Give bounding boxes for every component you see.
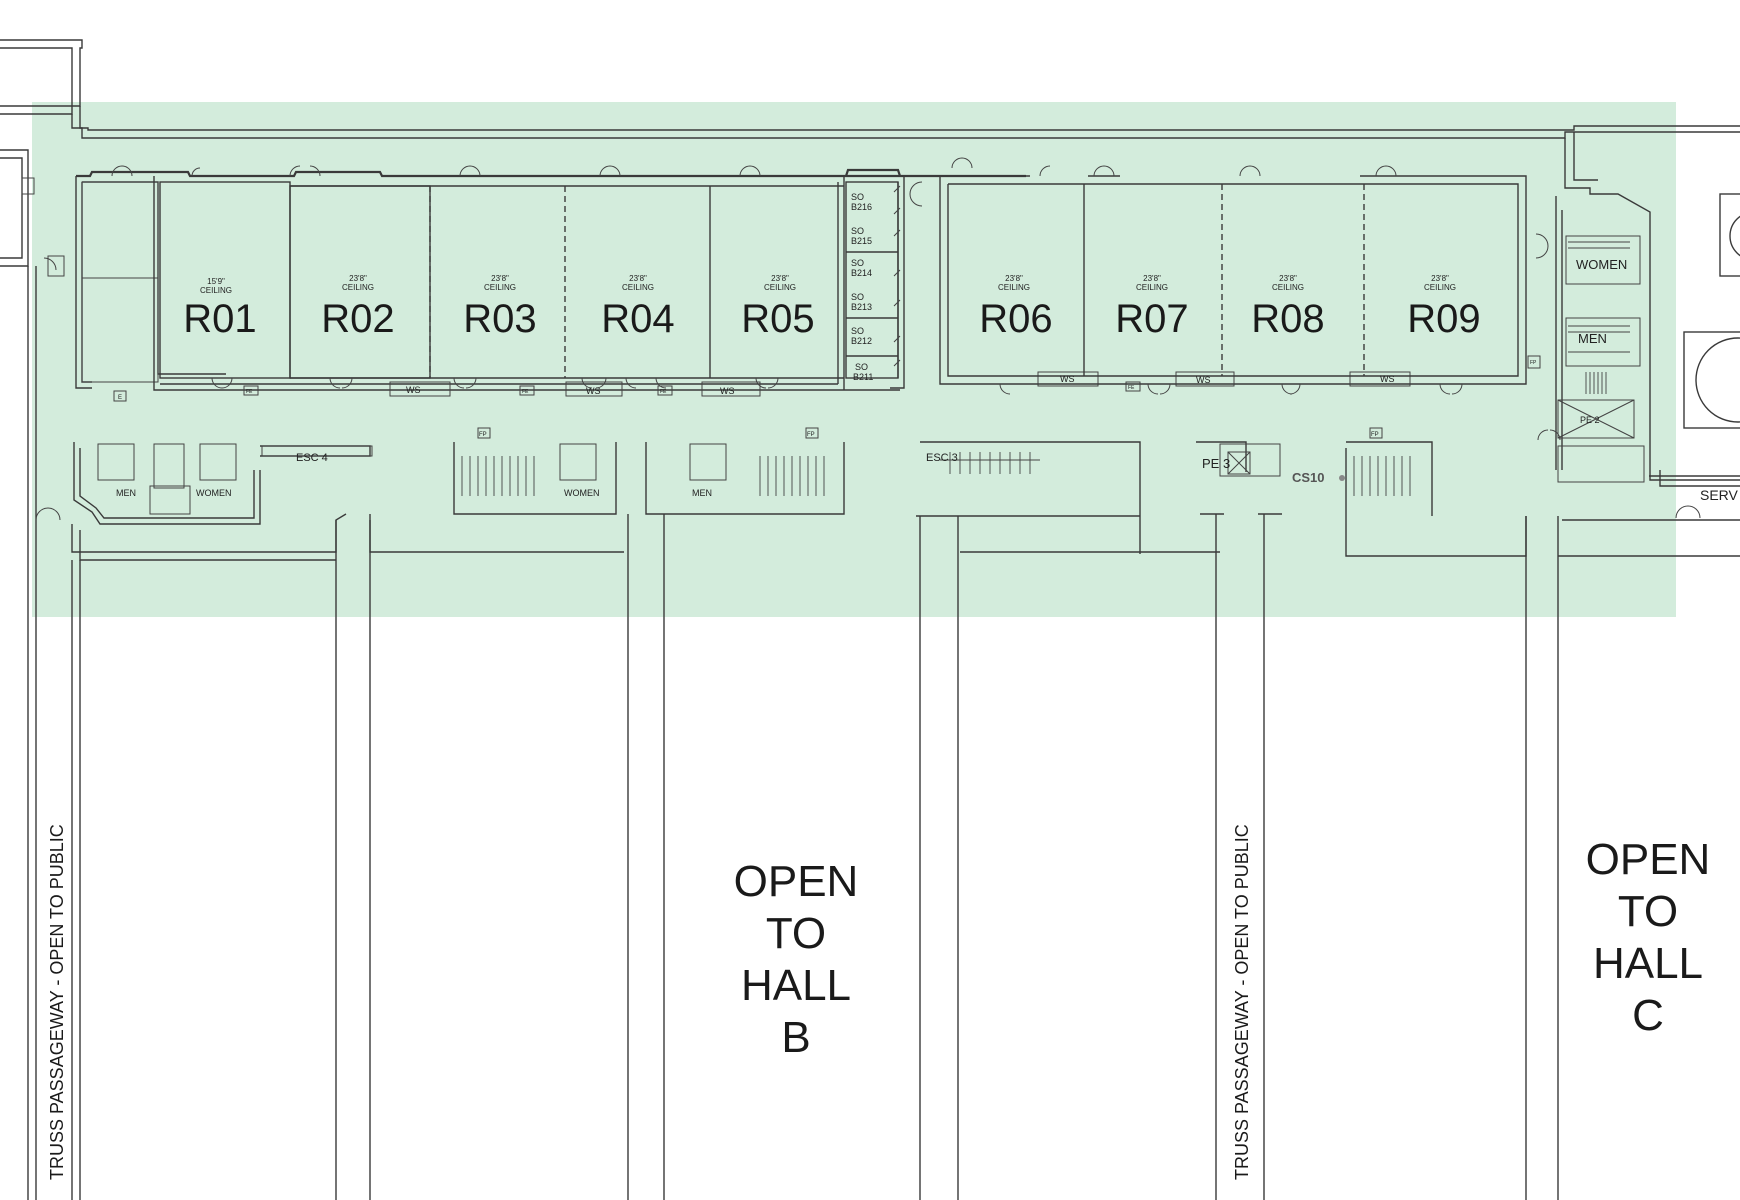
fp-label-3: FP <box>1371 432 1379 438</box>
ws-label-5: WS <box>1196 375 1211 385</box>
storage-B212-so: SO <box>851 326 864 336</box>
cs10-label: CS10 <box>1292 470 1325 485</box>
storage-B211-number: B211 <box>853 372 873 382</box>
room-R09-ceiling-height: 23'8" <box>1431 274 1449 283</box>
truss-passageway-right-label: TRUSS PASSAGEWAY - OPEN TO PUBLIC <box>1232 824 1252 1180</box>
hall-b-line-4: B <box>781 1013 810 1062</box>
room-R07-label: R07 <box>1115 297 1188 341</box>
room-R03-label: R03 <box>463 297 536 341</box>
hall-c-opening: OPEN TO HALL C <box>1586 835 1711 1040</box>
hall-c-line-3: HALL <box>1593 939 1703 988</box>
elevator-pe2-label[interactable]: PE 2 <box>1580 415 1600 425</box>
room-R06-label: R06 <box>979 297 1052 341</box>
escalator-3-label[interactable]: ESC 3 <box>926 452 958 464</box>
escalator-4-label[interactable]: ESC 4 <box>296 452 328 464</box>
storage-B212[interactable]: SO B212 <box>851 326 872 346</box>
room-R03[interactable]: 23'8" CEILING R03 <box>463 274 536 341</box>
room-R01[interactable]: 15'9" CEILING R01 <box>183 277 256 341</box>
room-R09[interactable]: 23'8" CEILING R09 <box>1407 274 1480 341</box>
fp-label-right: FP <box>1530 360 1537 366</box>
hall-c-line-1: OPEN <box>1586 835 1711 884</box>
restroom-women-center[interactable]: WOMEN <box>564 488 600 498</box>
service-label: SERV <box>1700 487 1739 503</box>
room-R02[interactable]: 23'8" CEILING R02 <box>321 274 394 341</box>
e-label: E <box>118 395 122 401</box>
storage-B213[interactable]: SO B213 <box>851 292 872 312</box>
storage-B214[interactable]: SO B214 <box>851 258 872 278</box>
storage-B214-so: SO <box>851 258 864 268</box>
room-R02-ceiling-height: 23'8" <box>349 274 367 283</box>
restroom-men-right[interactable]: MEN <box>1578 331 1607 346</box>
storage-B213-so: SO <box>851 292 864 302</box>
room-R06[interactable]: 23'8" CEILING R06 <box>979 274 1052 341</box>
restroom-women-right[interactable]: WOMEN <box>1576 257 1627 272</box>
storage-B212-number: B212 <box>851 336 872 346</box>
room-R09-label: R09 <box>1407 297 1480 341</box>
hall-b-line-1: OPEN <box>734 857 859 906</box>
room-R03-ceiling-height: 23'8" <box>491 274 509 283</box>
room-R04[interactable]: 23'8" CEILING R04 <box>601 274 674 341</box>
room-R01-label: R01 <box>183 297 256 341</box>
room-R04-label: R04 <box>601 297 674 341</box>
room-R06-ceiling-height: 23'8" <box>1005 274 1023 283</box>
storage-B216-number: B216 <box>851 202 872 212</box>
room-R04-ceiling-height: 23'8" <box>629 274 647 283</box>
fe-label-3: FE <box>660 389 667 395</box>
storage-B216-so: SO <box>851 192 864 202</box>
room-R08-ceiling-label: CEILING <box>1272 283 1304 292</box>
ws-label-2: WS <box>586 386 601 396</box>
room-R05-ceiling-height: 23'8" <box>771 274 789 283</box>
storage-B211-so: SO <box>855 362 868 372</box>
room-R06-ceiling-label: CEILING <box>998 283 1030 292</box>
storage-B211[interactable]: SO B211 <box>853 362 873 382</box>
room-R02-label: R02 <box>321 297 394 341</box>
restroom-men-center[interactable]: MEN <box>692 488 712 498</box>
room-R09-ceiling-label: CEILING <box>1424 283 1456 292</box>
storage-B215-number: B215 <box>851 236 872 246</box>
hall-c-line-2: TO <box>1618 887 1678 936</box>
room-R01-ceiling-label: CEILING <box>200 286 232 295</box>
highlighted-area <box>32 102 1676 617</box>
hall-c-line-4: C <box>1632 991 1664 1040</box>
storage-B216[interactable]: SO B216 <box>851 192 872 212</box>
storage-B213-number: B213 <box>851 302 872 312</box>
room-R05[interactable]: 23'8" CEILING R05 <box>741 274 814 341</box>
elevator-pe3-label[interactable]: PE 3 <box>1202 456 1230 471</box>
restroom-women-left[interactable]: WOMEN <box>196 488 232 498</box>
room-R01-ceiling-height: 15'9" <box>207 277 225 286</box>
room-R02-ceiling-label: CEILING <box>342 283 374 292</box>
room-R07[interactable]: 23'8" CEILING R07 <box>1115 274 1188 341</box>
storage-B215-so: SO <box>851 226 864 236</box>
hall-b-line-2: TO <box>766 909 826 958</box>
fe-label-2: FE <box>522 389 529 395</box>
ws-label-6: WS <box>1380 374 1395 384</box>
fp-label-1: FP <box>479 432 487 438</box>
room-R05-label: R05 <box>741 297 814 341</box>
room-R04-ceiling-label: CEILING <box>622 283 654 292</box>
room-R07-ceiling-label: CEILING <box>1136 283 1168 292</box>
storage-B215[interactable]: SO B215 <box>851 226 872 246</box>
hall-b-opening: OPEN TO HALL B <box>734 857 859 1062</box>
ws-label-4: WS <box>1060 374 1075 384</box>
ws-label-3: WS <box>720 386 735 396</box>
hall-b-line-3: HALL <box>741 961 851 1010</box>
fe-label-4: FE <box>1128 385 1135 391</box>
storage-B214-number: B214 <box>851 268 872 278</box>
truss-passageway-left-label: TRUSS PASSAGEWAY - OPEN TO PUBLIC <box>47 824 67 1180</box>
room-R05-ceiling-label: CEILING <box>764 283 796 292</box>
ws-label-1: WS <box>406 385 421 395</box>
fp-label-2: FP <box>807 432 815 438</box>
room-R08-ceiling-height: 23'8" <box>1279 274 1297 283</box>
fe-label-1: FE <box>246 389 253 395</box>
restroom-men-left[interactable]: MEN <box>116 488 136 498</box>
room-R08-label: R08 <box>1251 297 1324 341</box>
room-R07-ceiling-height: 23'8" <box>1143 274 1161 283</box>
room-R08[interactable]: 23'8" CEILING R08 <box>1251 274 1324 341</box>
room-R03-ceiling-label: CEILING <box>484 283 516 292</box>
